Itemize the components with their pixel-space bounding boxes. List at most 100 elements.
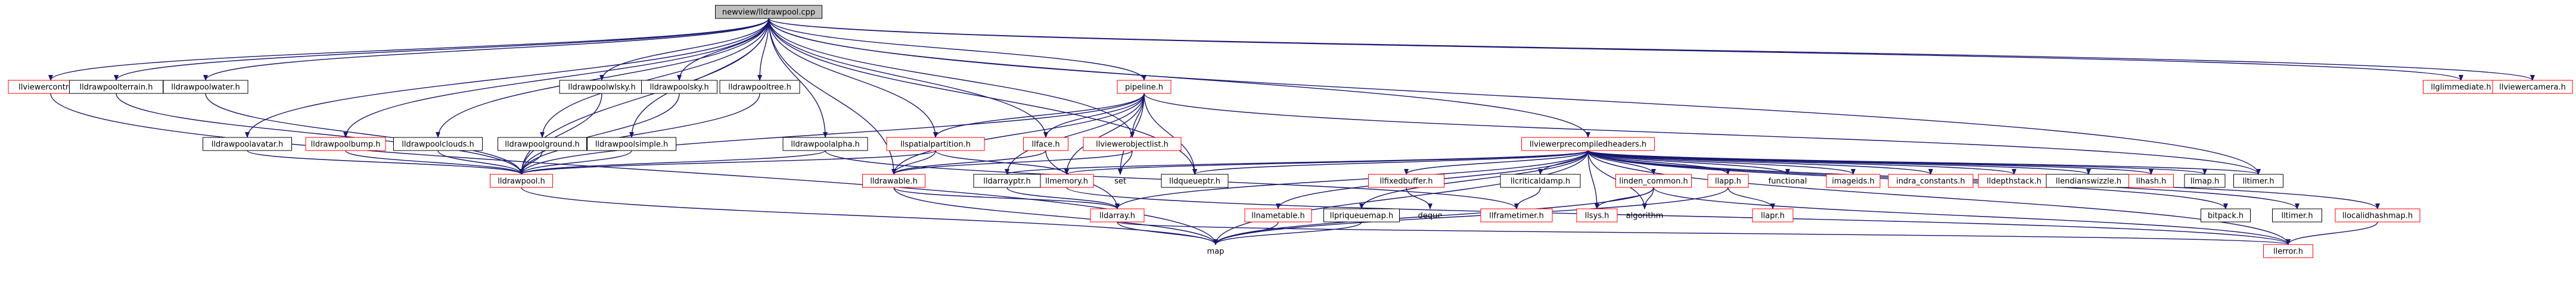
edge-root-to-lltimer2 — [768, 18, 2261, 175]
node-label: lldrawpoolterrain.h — [80, 83, 153, 92]
node-label: llcriticaldamp.h — [1511, 177, 1570, 186]
node-box — [2335, 208, 2420, 223]
node-label: llface.h — [1031, 140, 1059, 149]
node-label: llsys.h — [1585, 212, 1609, 221]
edge-llviewerprecompiledheaders-to-indra_constants — [1587, 150, 1933, 175]
node-box — [2233, 174, 2283, 188]
edge-llviewerobjectlist-to-set — [1118, 150, 1133, 175]
node-llpriqueuemap[interactable]: llpriqueuemap.h — [1323, 208, 1400, 223]
node-llapr[interactable]: llapr.h — [1752, 208, 1794, 223]
node-label: llnametable.h — [1251, 212, 1304, 221]
node-label: llspatialpartition.h — [900, 140, 971, 149]
node-label: llviewercamera.h — [2499, 83, 2566, 92]
edge-llviewerprecompiledheaders-to-llerror — [1587, 150, 2291, 245]
nodes: newview/lldrawpool.cppllviewercontrol.hl… — [8, 5, 2573, 258]
node-llendianswizzle[interactable]: llendianswizzle.h — [2046, 174, 2131, 188]
edge-pipeline-to-llface — [1043, 93, 1145, 138]
node-label: indra_constants.h — [1896, 177, 1965, 186]
node-box — [1244, 208, 1312, 223]
node-lldrawpoolsimple[interactable]: lldrawpoolsimple.h — [587, 137, 676, 151]
node-box — [1161, 174, 1229, 188]
node-llcriticaldamp[interactable]: llcriticaldamp.h — [1500, 174, 1581, 188]
node-label: llmemory.h — [1045, 177, 1088, 186]
node-llface[interactable]: llface.h — [1023, 137, 1068, 151]
node-lldrawpool[interactable]: lldrawpool.h — [490, 174, 553, 188]
node-bitpack[interactable]: bitpack.h — [2201, 208, 2251, 223]
node-lldrawpoolsky[interactable]: lldrawpoolsky.h — [641, 80, 717, 94]
node-box — [641, 80, 717, 94]
node-label: llglimmediate.h — [2431, 83, 2491, 92]
node-llviewerprecompiledheaders[interactable]: llviewerprecompiledheaders.h — [1521, 137, 1655, 151]
node-algorithm[interactable]: algorithm — [1620, 209, 1670, 222]
node-box — [587, 137, 676, 151]
node-box — [1500, 174, 1581, 188]
node-functional[interactable]: functional — [1761, 174, 1814, 187]
node-lldrawpoolwlsky[interactable]: lldrawpoolwlsky.h — [559, 80, 645, 94]
node-imageids[interactable]: imageids.h — [1826, 174, 1881, 188]
node-llsys[interactable]: llsys.h — [1576, 208, 1618, 223]
node-lltimer2[interactable]: lltimer.h — [2233, 174, 2283, 188]
node-box — [498, 137, 587, 151]
node-lldrawpoolavatar[interactable]: lldrawpoolavatar.h — [203, 137, 292, 151]
edge-lldrawpoolalpha-to-lldrawpool — [519, 150, 826, 175]
node-set[interactable]: set — [1109, 174, 1132, 187]
node-llocalidhashmap[interactable]: llocalidhashmap.h — [2335, 208, 2420, 223]
node-box — [1368, 174, 1444, 188]
node-llviewerobjectlist[interactable]: llviewerobjectlist.h — [1083, 137, 1182, 151]
node-llnametable[interactable]: llnametable.h — [1244, 208, 1312, 223]
node-deque[interactable]: deque — [1415, 209, 1446, 222]
node-lldrawpoolbump[interactable]: lldrawpoolbump.h — [305, 137, 386, 151]
node-box — [1707, 174, 1749, 188]
node-label: llapr.h — [1761, 212, 1785, 221]
node-lltimer[interactable]: lltimer.h — [2272, 208, 2322, 223]
edge-root-to-lldrawpooltree — [757, 18, 769, 81]
node-lldrawpooltree[interactable]: lldrawpooltree.h — [719, 80, 800, 94]
edge-lldarray-to-map — [1117, 221, 1218, 245]
edge-pipeline-to-lldrawable — [891, 93, 1145, 175]
edge-llcriticaldamp-to-llframetimer — [1514, 187, 1541, 209]
node-lldrawpoolwater[interactable]: lldrawpoolwater.h — [163, 80, 248, 94]
node-linden_common[interactable]: linden_common.h — [1615, 174, 1692, 188]
edge-lldrawable-to-lldarray — [893, 187, 1120, 209]
node-llmemory[interactable]: llmemory.h — [1039, 174, 1094, 188]
node-label: lldqueueptr.h — [1169, 177, 1220, 186]
node-label: lltimer.h — [2281, 212, 2313, 221]
node-llmap[interactable]: llmap.h — [2184, 174, 2226, 188]
node-lldrawpoolclouds[interactable]: lldrawpoolclouds.h — [393, 137, 483, 151]
node-lldrawpoolalpha[interactable]: lldrawpoolalpha.h — [782, 137, 868, 151]
edge-llnametable-to-map — [1213, 221, 1279, 245]
node-llspatialpartition[interactable]: llspatialpartition.h — [886, 137, 985, 151]
edge-llviewercontrol-to-map — [50, 93, 1218, 245]
node-llapp[interactable]: llapp.h — [1707, 174, 1749, 188]
node-lldrawable[interactable]: lldrawable.h — [862, 174, 925, 188]
node-lldarray[interactable]: lldarray.h — [1090, 208, 1145, 223]
node-llframetimer[interactable]: llframetimer.h — [1480, 208, 1553, 223]
node-lldrawpoolterrain[interactable]: lldrawpoolterrain.h — [69, 80, 163, 94]
node-label: llviewercontrol.h — [18, 83, 83, 92]
node-pipeline[interactable]: pipeline.h — [1117, 80, 1172, 94]
node-label: llframetimer.h — [1489, 212, 1544, 221]
node-lldarrayptr[interactable]: lldarrayptr.h — [973, 174, 1041, 188]
edge-llviewerprecompiledheaders-to-llfixedbuffer — [1404, 150, 1589, 175]
node-box — [1023, 137, 1068, 151]
node-label: llmap.h — [2190, 177, 2219, 186]
node-llviewercamera[interactable]: llviewercamera.h — [2492, 80, 2573, 94]
edge-lldarray-to-llerror — [1117, 221, 2291, 245]
node-lldrawpoolground[interactable]: lldrawpoolground.h — [498, 137, 587, 151]
node-llerror[interactable]: llerror.h — [2263, 244, 2313, 258]
node-llglimmediate[interactable]: llglimmediate.h — [2423, 80, 2499, 94]
edge-llviewerprecompiledheaders-to-llpriqueuemap — [1359, 150, 1589, 209]
node-box — [2492, 80, 2573, 94]
node-llfixedbuffer[interactable]: llfixedbuffer.h — [1368, 174, 1444, 188]
node-root[interactable]: newview/lldrawpool.cpp — [715, 5, 822, 19]
node-lldqueueptr[interactable]: lldqueueptr.h — [1161, 174, 1229, 188]
node-indra_constants[interactable]: indra_constants.h — [1888, 174, 1974, 188]
node-box — [1888, 174, 1974, 188]
node-label: lldrawpoolsky.h — [650, 83, 709, 92]
node-llhash[interactable]: llhash.h — [2128, 174, 2174, 188]
node-map[interactable]: map — [1204, 245, 1227, 258]
node-lldepthstack[interactable]: lldepthstack.h — [1978, 174, 2050, 188]
node-box — [886, 137, 985, 151]
node-label: lldrawpoolclouds.h — [402, 140, 474, 149]
